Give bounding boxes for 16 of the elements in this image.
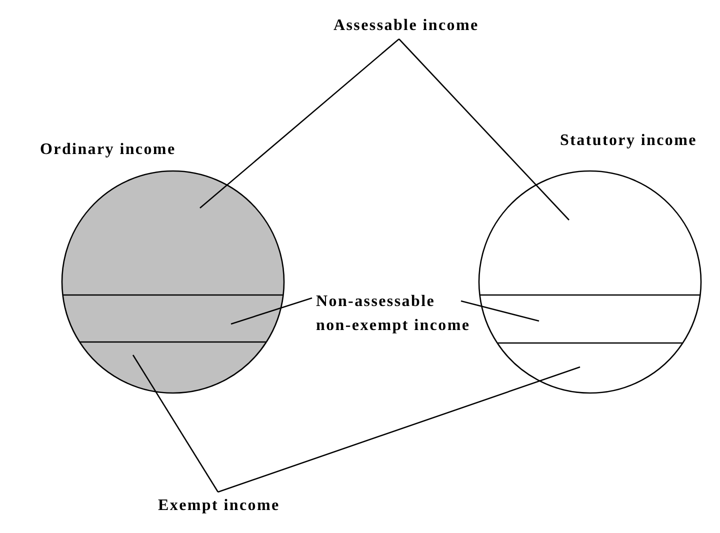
circle-segment xyxy=(478,170,702,296)
leader-line xyxy=(132,354,219,492)
circle-segment xyxy=(78,341,268,394)
callout-label: Exempt income xyxy=(158,494,280,518)
callout-label: Assessable income xyxy=(334,14,479,38)
circle-title: Statutory income xyxy=(560,131,697,151)
circle-title: Ordinary income xyxy=(40,140,176,160)
circle-segment xyxy=(496,342,684,394)
leader-line xyxy=(398,38,570,220)
leader-line xyxy=(218,366,580,493)
leader-line xyxy=(200,38,400,208)
circle-segment xyxy=(61,294,285,343)
leader-line xyxy=(230,297,312,325)
circle-segment xyxy=(478,294,702,344)
leader-line xyxy=(460,300,540,322)
callout-label: Non-assessable non-exempt income xyxy=(316,290,494,338)
